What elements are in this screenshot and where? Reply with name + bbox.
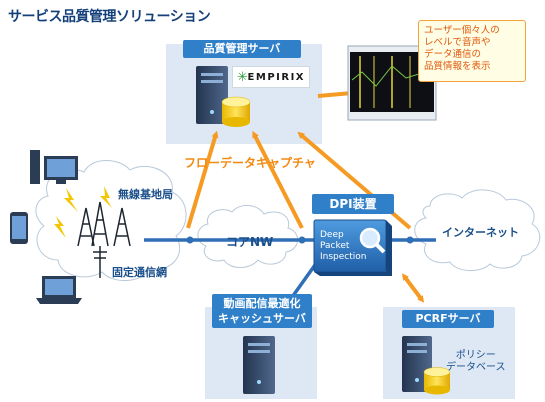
quality-server-icon — [196, 66, 228, 124]
policy-db-label: ポリシー データベース — [446, 350, 506, 374]
cache-server-header: 動画配信最適化 キャッシュサーバ — [212, 294, 312, 328]
utility-pole-icon — [93, 246, 107, 278]
dpi-device-text: Deep Packet Inspection — [320, 230, 367, 263]
quality-server-panel — [166, 44, 322, 144]
dpi-line: Inspection — [320, 252, 367, 262]
lightning-icon — [54, 186, 112, 238]
fixed-network-label: 固定通信網 — [112, 266, 167, 279]
callout-note: ユーザー個々人の レベルで音声や データ通信の 品質情報を表示 — [418, 20, 526, 82]
note-line: レベルで音声や — [424, 37, 491, 48]
internet-cloud — [414, 189, 541, 271]
wireless-tower-icon — [77, 201, 131, 247]
magnifier-icon — [359, 227, 386, 254]
dpi-line: Packet — [320, 241, 350, 251]
cache-server-header-line: キャッシュサーバ — [218, 312, 306, 325]
note-line: データ通信の — [424, 49, 482, 60]
network-link-dots — [186, 236, 414, 244]
laptop-icon — [36, 276, 82, 304]
core-network-label: コアNW — [226, 235, 274, 249]
desktop-pc-icon — [30, 150, 78, 184]
smartphone-icon — [10, 212, 28, 244]
note-line: ユーザー個々人の — [424, 25, 500, 36]
policy-db-line: データベース — [446, 362, 506, 373]
core-network-cloud — [197, 205, 298, 268]
dpi-header: DPI装置 — [312, 194, 394, 214]
cache-server-header-line: 動画配信最適化 — [223, 297, 301, 310]
internet-label: インターネット — [442, 226, 519, 239]
flow-capture-label: フローデータキャプチャ — [184, 156, 316, 170]
policy-database-icon — [423, 367, 451, 395]
page-title: サービス品質管理ソリューション — [8, 9, 211, 25]
note-line: 品質情報を表示 — [424, 61, 491, 72]
dpi-line: Deep — [320, 230, 344, 240]
pcrf-header: PCRFサーバ — [402, 310, 494, 328]
database-cylinder-icon — [221, 96, 251, 127]
access-network-cloud — [35, 160, 187, 281]
quality-server-header: 品質管理サーバ — [183, 40, 301, 58]
cache-server-icon — [243, 336, 275, 394]
empirix-logo-text: EMPIRIX — [247, 72, 305, 83]
empirix-star-icon: ✳ — [237, 70, 250, 85]
empirix-logo: ✳ EMPIRIX — [232, 66, 310, 88]
policy-db-line: ポリシー — [455, 350, 496, 361]
wireless-station-label: 無線基地局 — [118, 188, 173, 201]
